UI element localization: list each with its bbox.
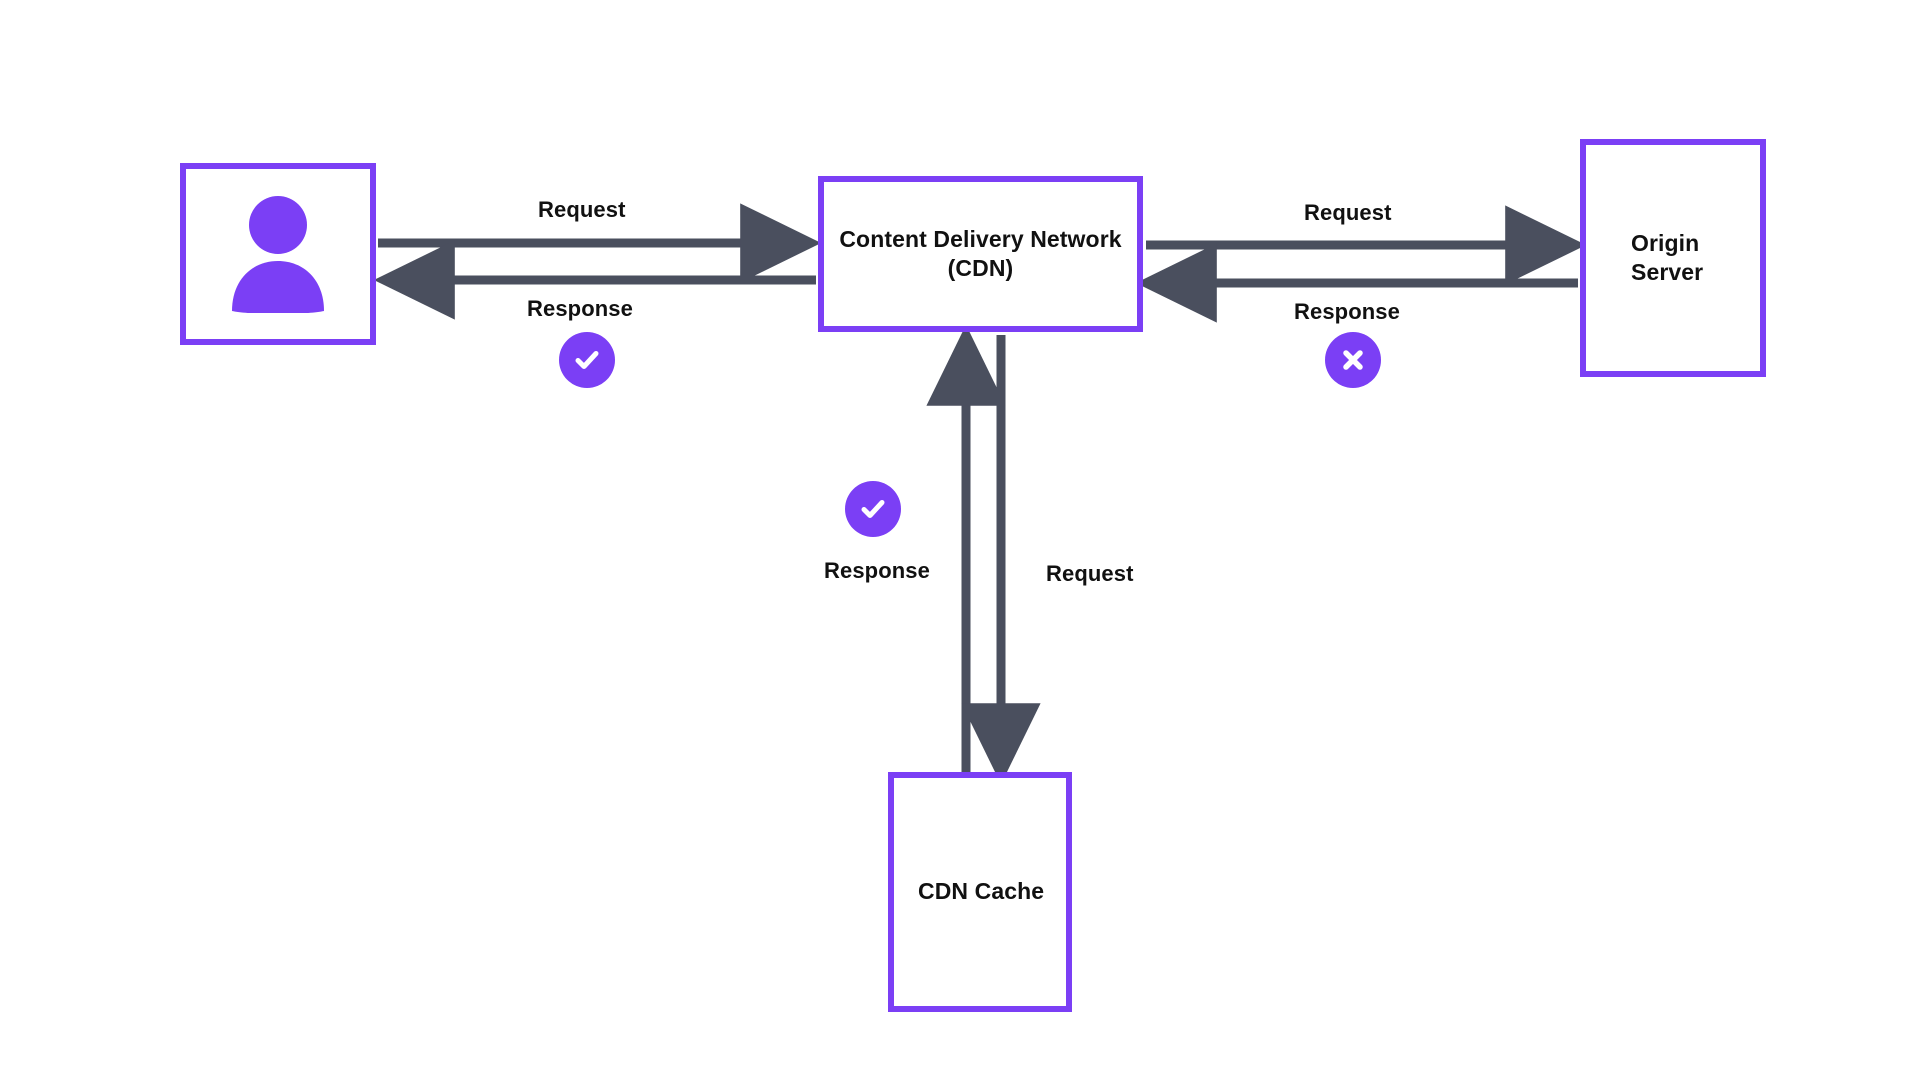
edge-label-cache-to-cdn-response: Response <box>824 558 930 583</box>
edge-label-cdn-to-user-response: Response <box>527 296 633 321</box>
status-badge-cross-origin-side <box>1325 332 1381 388</box>
node-cdn[interactable]: Content Delivery Network (CDN) <box>818 176 1143 332</box>
node-cdn-label: Content Delivery Network (CDN) <box>839 225 1122 281</box>
node-user[interactable] <box>180 163 376 345</box>
edge-label-cdn-to-origin-request: Request <box>1304 200 1392 225</box>
edge-label-user-to-cdn-request: Request <box>538 197 626 222</box>
edge-label-cdn-to-cache-request: Request <box>1046 561 1134 586</box>
check-icon <box>861 500 885 518</box>
edge-label-origin-to-cdn-response: Response <box>1294 299 1400 324</box>
status-badge-check-user-side <box>559 332 615 388</box>
node-origin-server-label: Origin Server <box>1631 229 1704 285</box>
node-cdn-cache-label: CDN Cache <box>918 878 1045 905</box>
user-person-icon <box>232 196 324 313</box>
cross-icon <box>1343 350 1363 370</box>
check-icon <box>575 351 599 369</box>
node-cdn-cache[interactable]: CDN Cache <box>888 772 1072 1012</box>
status-badge-check-cache-side <box>845 481 901 537</box>
node-origin-server[interactable]: Origin Server <box>1580 139 1766 377</box>
